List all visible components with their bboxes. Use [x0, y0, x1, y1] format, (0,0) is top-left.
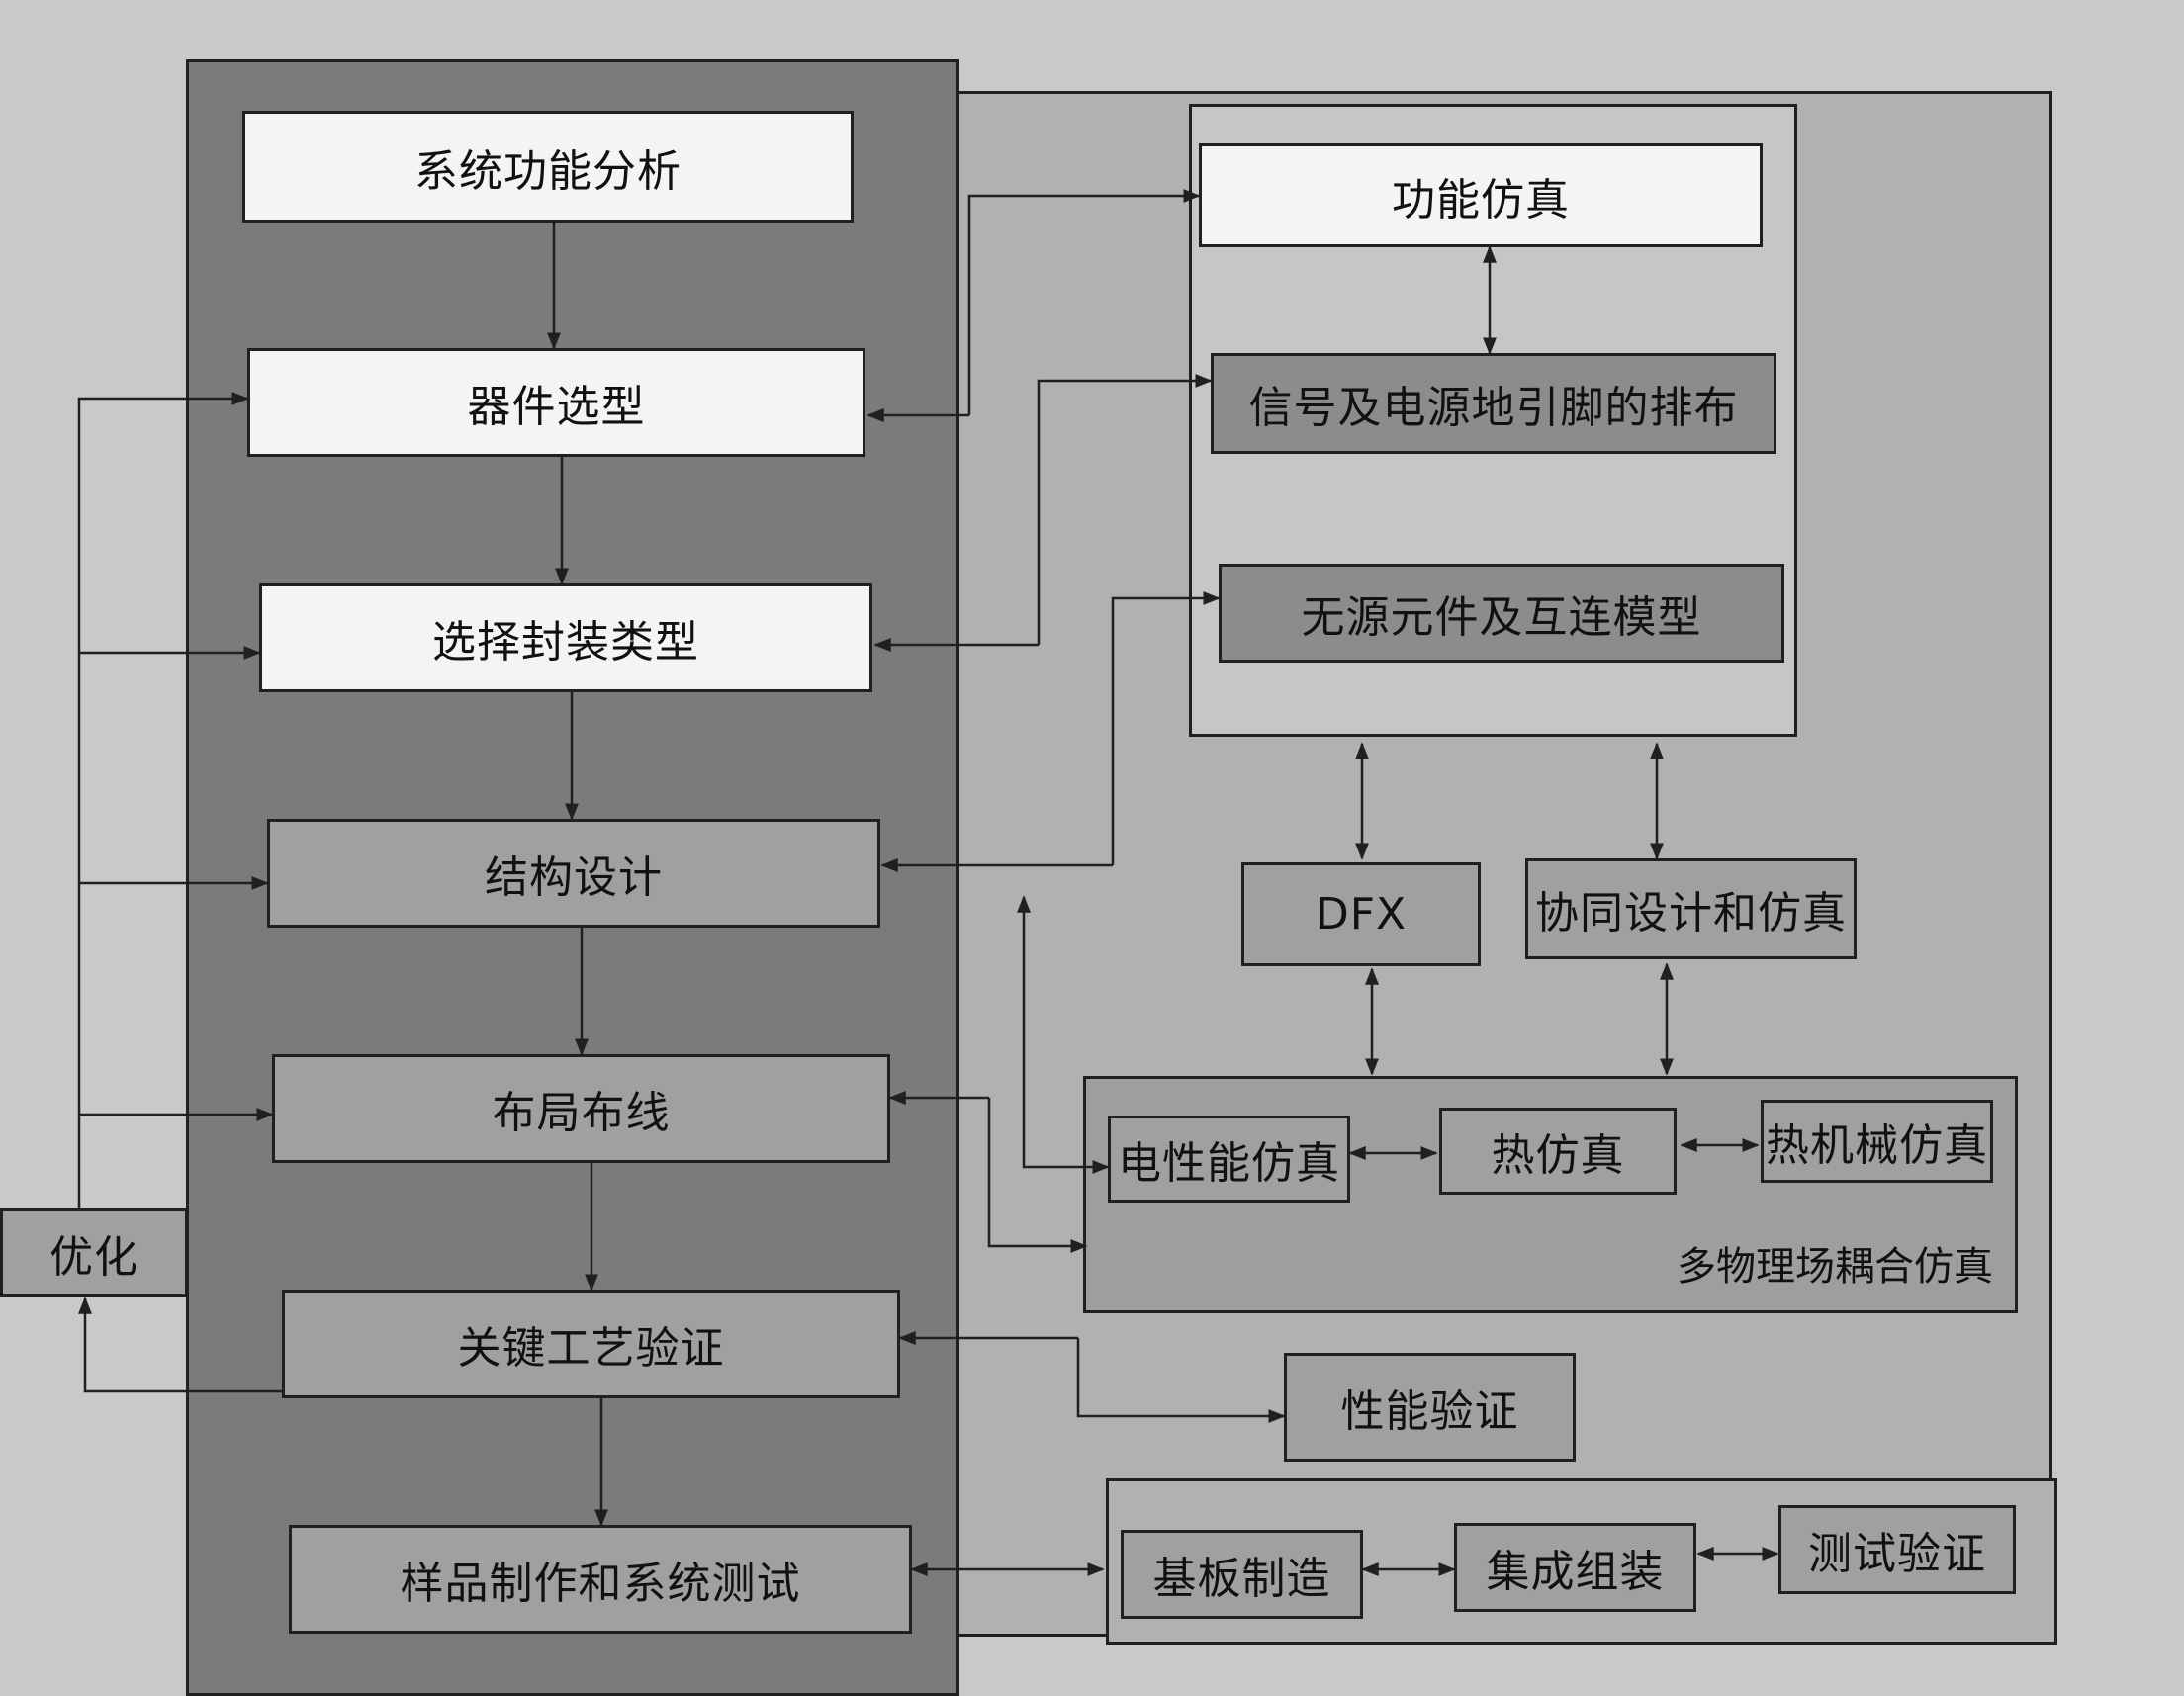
- integration-assembly-box: 集成组装: [1454, 1523, 1696, 1612]
- arrow-function-simulation: [967, 189, 1201, 415]
- arrow-process-to-optimize: [78, 1296, 285, 1393]
- arrow-optimize-to-selection: [77, 392, 249, 1208]
- arrow-structure-electrical: [1017, 895, 1110, 1174]
- signal-power-pin-layout-box: 信号及电源地引脚的排布: [1211, 353, 1776, 454]
- layout-routing-box: 布局布线: [272, 1054, 890, 1163]
- arrow-pin-layout: [1037, 374, 1213, 645]
- arrow-passive-model: [1111, 591, 1221, 865]
- performance-verification-box: 性能验证: [1284, 1353, 1576, 1462]
- system-function-analysis-box: 系统功能分析: [242, 111, 854, 223]
- structure-design-box: 结构设计: [267, 819, 880, 928]
- co-design-simulation-box: 协同设计和仿真: [1525, 858, 1857, 959]
- electrical-simulation-box: 电性能仿真: [1108, 1116, 1350, 1203]
- key-process-verification-box: 关键工艺验证: [282, 1290, 900, 1398]
- substrate-manufacturing-box: 基板制造: [1121, 1530, 1363, 1619]
- optimization-box: 优化: [0, 1208, 188, 1297]
- package-type-box: 选择封装类型: [259, 583, 872, 692]
- arrow-performance: [1076, 1338, 1286, 1423]
- function-simulation-box: 功能仿真: [1199, 143, 1763, 247]
- passive-interconnect-model-box: 无源元件及互连模型: [1219, 564, 1784, 663]
- prototype-system-test-box: 样品制作和系统测试: [289, 1525, 912, 1634]
- dfx-box: DFX: [1241, 862, 1481, 966]
- component-selection-box: 器件选型: [247, 348, 865, 457]
- thermal-simulation-box: 热仿真: [1439, 1108, 1677, 1195]
- arrow-layout-multiphysics: [987, 1098, 1088, 1253]
- thermomechanical-simulation-box: 热机械仿真: [1761, 1100, 1993, 1183]
- multiphysics-label: 多物理场耦合仿真: [1677, 1244, 1993, 1290]
- test-verification-box: 测试验证: [1778, 1505, 2016, 1594]
